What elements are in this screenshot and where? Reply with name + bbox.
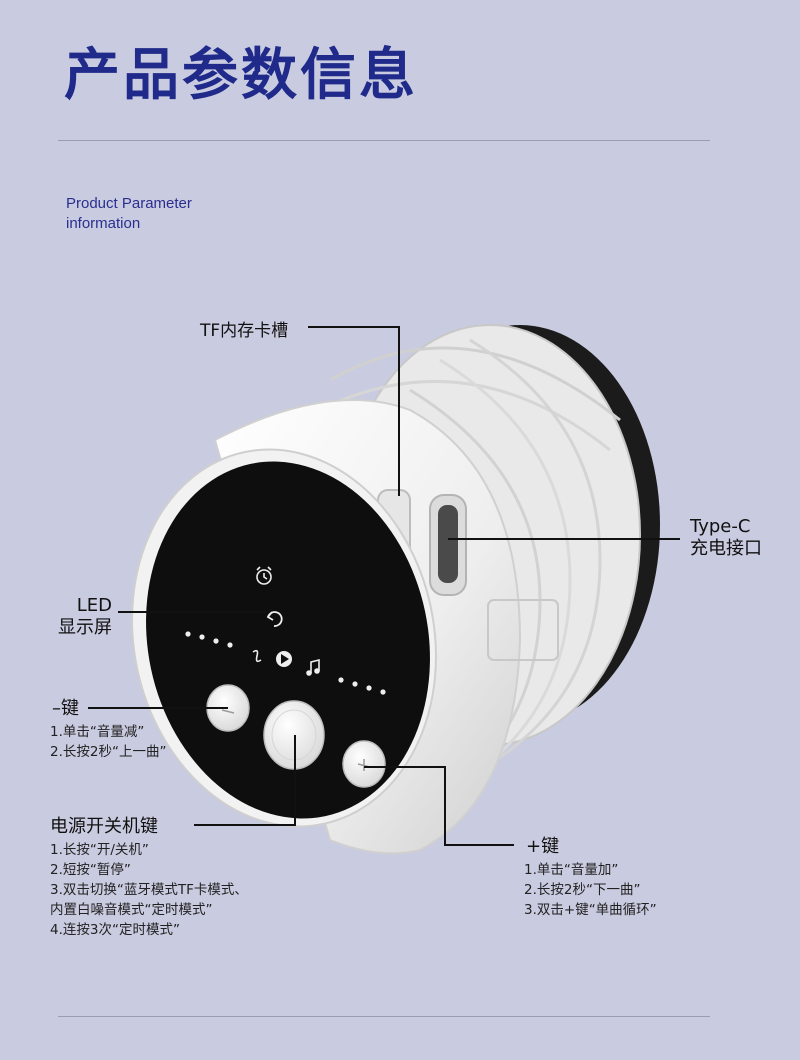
plus-callout-h1 xyxy=(364,766,446,768)
plus-button[interactable] xyxy=(342,740,386,788)
led-label: LED 显示屏 xyxy=(54,595,112,639)
minus-key-description: 1.单击“音量减” 2.长按2秒“上一曲” xyxy=(50,722,166,762)
led-label-line-2: 显示屏 xyxy=(58,617,112,638)
minus-icon xyxy=(221,709,235,714)
front-face xyxy=(146,461,430,819)
plus-desc-line: 2.长按2秒“下一曲” xyxy=(524,882,641,898)
plus-key-label: +键 xyxy=(526,836,560,857)
power-desc-line: 4.连按3次“定时模式” xyxy=(50,922,180,938)
loop-icon xyxy=(266,611,283,627)
page-subtitle: Product Parameter information xyxy=(66,194,192,234)
power-desc-line: 1.长按“开/关机” xyxy=(50,842,149,858)
bottom-divider xyxy=(58,1016,710,1017)
music-note-icon xyxy=(306,658,320,676)
top-divider xyxy=(58,140,710,141)
minus-key-label: –键 xyxy=(52,698,79,719)
tf-callout-h xyxy=(308,326,400,328)
typec-port xyxy=(438,505,458,583)
minus-desc-line: 1.单击“音量减” xyxy=(50,724,145,740)
power-callout-h xyxy=(194,824,296,826)
led-callout xyxy=(118,611,268,613)
tf-callout-v xyxy=(398,326,400,496)
sound-wave-icon xyxy=(252,649,262,663)
body-clip xyxy=(487,599,559,661)
page-title: 产品参数信息 xyxy=(64,43,418,108)
led-label-line-1: LED xyxy=(76,595,112,616)
typec-label-line-1: Type-C xyxy=(690,516,751,537)
power-desc-line: 3.双击切换“蓝牙模式TF卡模式、 xyxy=(50,882,248,898)
alarm-icon xyxy=(256,566,272,585)
minus-callout xyxy=(88,707,228,709)
led-dots-right xyxy=(338,677,386,695)
typec-label-line-2: 充电接口 xyxy=(690,538,762,559)
plus-desc-line: 1.单击“音量加” xyxy=(524,862,619,878)
plus-key-description: 1.单击“音量加” 2.长按2秒“下一曲” 3.双击+键“单曲循环” xyxy=(524,860,657,920)
power-desc-line: 2.短按“暂停” xyxy=(50,862,131,878)
plus-callout-h2 xyxy=(444,844,514,846)
subtitle-line-2: information xyxy=(66,215,141,232)
subtitle-line-1: Product Parameter xyxy=(66,195,192,212)
power-key-label: 电源开关机键 xyxy=(50,816,158,837)
typec-callout xyxy=(448,538,680,540)
led-dots-left xyxy=(185,631,233,648)
play-icon xyxy=(276,651,292,667)
typec-label: Type-C 充电接口 xyxy=(690,516,762,560)
plus-desc-line: 3.双击+键“单曲循环” xyxy=(524,902,657,918)
tf-slot-label: TF内存卡槽 xyxy=(200,321,289,341)
power-callout-v xyxy=(294,735,296,826)
plus-callout-v xyxy=(444,766,446,846)
minus-desc-line: 2.长按2秒“上一曲” xyxy=(50,744,167,760)
power-desc-line: 内置白噪音模式“定时模式” xyxy=(50,902,213,918)
power-key-description: 1.长按“开/关机” 2.短按“暂停” 3.双击切换“蓝牙模式TF卡模式、 内置… xyxy=(50,840,248,940)
